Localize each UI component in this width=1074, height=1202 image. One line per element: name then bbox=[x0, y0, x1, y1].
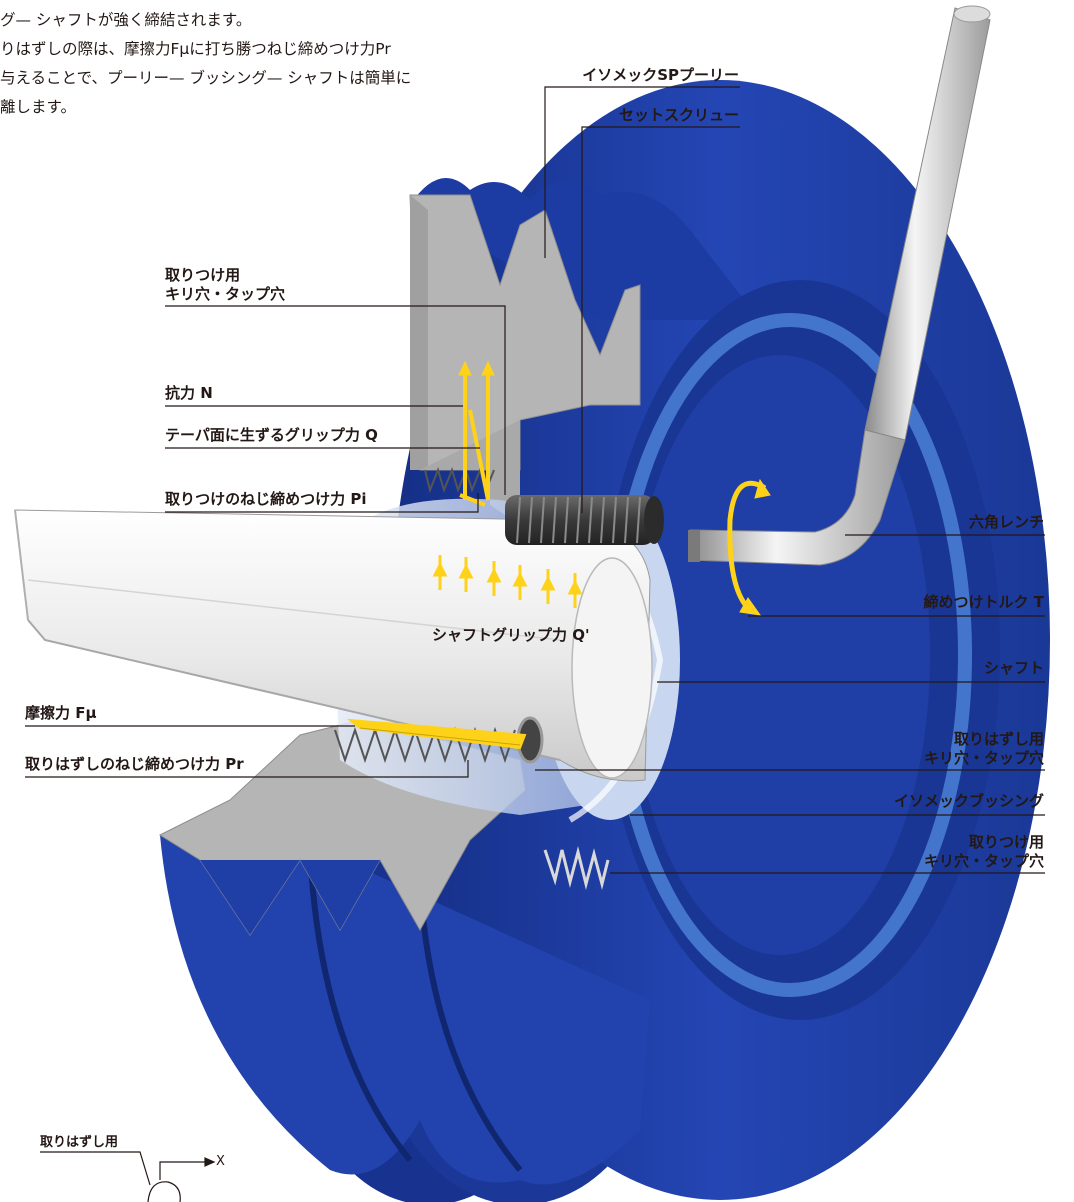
label-mount-hole-bottom: 取りつけ用 キリ穴・タップ穴 bbox=[924, 833, 1044, 871]
label-reaction-n: 抗力 N bbox=[165, 384, 213, 403]
intro-line-2: りはずしの際は、摩擦力Fμに打ち勝つねじ締めつけ力Pr bbox=[0, 35, 520, 64]
label-removal-hole-line1: 取りはずし用 bbox=[924, 730, 1044, 749]
label-removal-hole-line2: キリ穴・タップ穴 bbox=[924, 749, 1044, 768]
intro-text: グ— シャフトが強く締結されます。 りはずしの際は、摩擦力Fμに打ち勝つねじ締め… bbox=[0, 6, 520, 122]
label-grip-q: テーパ面に生ずるグリップ力 Q bbox=[165, 426, 378, 445]
label-mount-hole-bottom-line1: 取りつけ用 bbox=[924, 833, 1044, 852]
label-mount-hole-top-line1: 取りつけ用 bbox=[165, 266, 285, 285]
label-friction: 摩擦力 Fμ bbox=[25, 704, 97, 723]
intro-line-1: グ— シャフトが強く締結されます。 bbox=[0, 6, 520, 35]
label-axis-x: X bbox=[216, 1152, 225, 1171]
label-bushing: イソメックブッシング bbox=[894, 792, 1044, 811]
intro-line-4: 離します。 bbox=[0, 93, 520, 122]
label-mount-hole-top: 取りつけ用 キリ穴・タップ穴 bbox=[165, 266, 285, 304]
label-removal-force-pr: 取りはずしのねじ締めつけ力 Pr bbox=[25, 755, 244, 774]
label-pulley: イソメックSPプーリー bbox=[582, 66, 739, 85]
label-set-screw: セットスクリュー bbox=[619, 106, 739, 125]
label-shaft-grip: シャフトグリップ力 Q' bbox=[432, 626, 590, 645]
label-mount-hole-top-line2: キリ穴・タップ穴 bbox=[165, 285, 285, 304]
label-torque-t: 締めつけトルク T bbox=[924, 593, 1044, 612]
label-mount-force-pi: 取りつけのねじ締めつけ力 Pi bbox=[165, 490, 367, 509]
label-removal-hole: 取りはずし用 キリ穴・タップ穴 bbox=[924, 730, 1044, 768]
label-hex-wrench: 六角レンチ bbox=[969, 513, 1044, 532]
intro-line-3: 与えることで、プーリー— ブッシング— シャフトは簡単に bbox=[0, 64, 520, 93]
label-mount-hole-bottom-line2: キリ穴・タップ穴 bbox=[924, 852, 1044, 871]
label-shaft: シャフト bbox=[984, 659, 1044, 678]
label-removal-small: 取りはずし用 bbox=[40, 1133, 118, 1152]
